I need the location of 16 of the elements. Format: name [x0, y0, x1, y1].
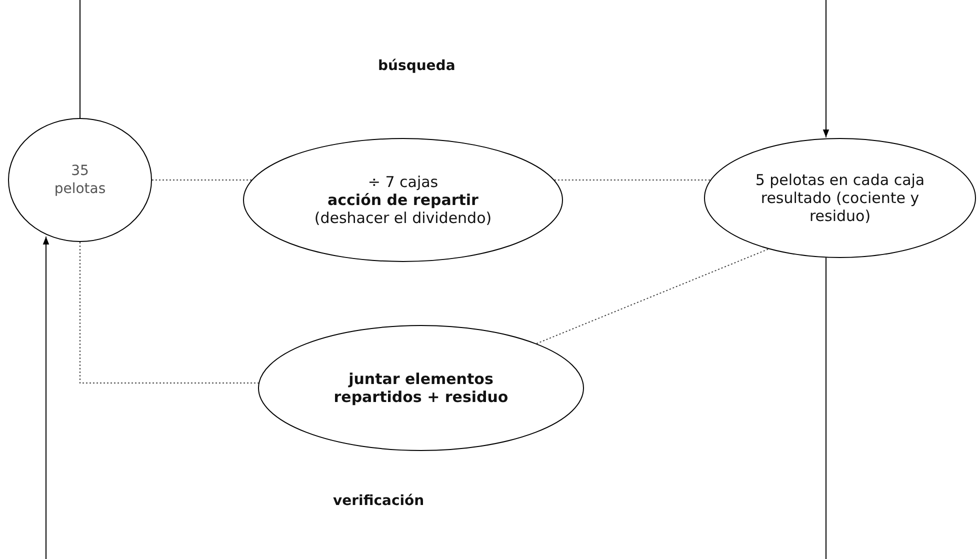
arrow [822, 0, 830, 138]
node-text: acción de repartir [328, 191, 478, 209]
dotted-connector [536, 248, 769, 344]
node-text: 35 pelotas [53, 162, 107, 198]
ellipse-node [8, 118, 152, 242]
node-text: juntar elementos repartidos + residuo [332, 370, 510, 406]
ellipse-node [258, 325, 584, 451]
dotted-connector [80, 242, 260, 384]
section-label: verificación [333, 493, 424, 509]
arrow [42, 236, 50, 559]
ellipse-node [704, 138, 976, 258]
ellipse-node [243, 138, 563, 262]
node-text: (deshacer el dividendo) [314, 209, 492, 227]
section-label: búsqueda [378, 58, 456, 74]
node-text: 5 pelotas en cada caja resultado (cociente y residuo) [755, 171, 925, 225]
node-text: ÷ 7 cajas [368, 173, 438, 191]
